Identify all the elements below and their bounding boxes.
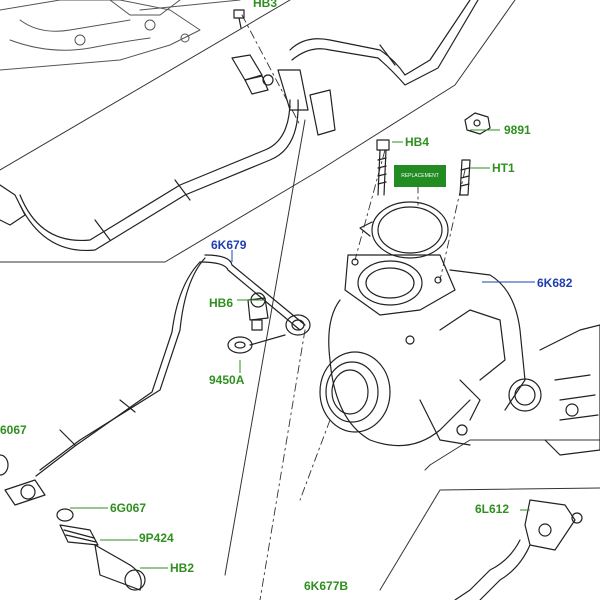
callout-6l612[interactable]: 6L612 (475, 502, 510, 516)
lower-left-fitting (0, 454, 146, 591)
dashed-leaders (241, 14, 466, 600)
gasket-ring (359, 201, 449, 259)
bolt-hb3 (233, 9, 245, 29)
banjo-bolt-upper (231, 54, 336, 136)
callout-hb6[interactable]: HB6 (209, 296, 234, 310)
assembly-leaders (231, 250, 535, 283)
label-leaders (70, 129, 530, 569)
callout-6k677b[interactable]: 6K677B (304, 579, 349, 593)
drain-pipe-6l612 (454, 499, 583, 600)
exhaust-manifold (0, 0, 241, 71)
callout-9450a[interactable]: 9450A (209, 373, 245, 387)
callout-hb3[interactable]: HB3 (253, 0, 278, 10)
callout-ht1[interactable]: HT1 (492, 161, 515, 175)
callout-6067[interactable]: 6067 (0, 423, 27, 437)
callout-6g067[interactable]: 6G067 (110, 501, 147, 515)
callout-6k682[interactable]: 6K682 (537, 276, 573, 290)
callout-9891[interactable]: 9891 (504, 123, 531, 137)
replacement-badge: REPLACEMENT (394, 165, 446, 187)
upper-oil-pipe (0, 0, 479, 252)
callout-9p424[interactable]: 9P424 (139, 531, 174, 545)
stud-hb4 (376, 139, 390, 196)
oil-pipe-6k679 (35, 254, 306, 477)
callout-hb4[interactable]: HB4 (405, 135, 430, 149)
callout-6k679[interactable]: 6K679 (211, 238, 247, 252)
nut-9891 (464, 112, 491, 135)
stud-ht1 (459, 159, 471, 196)
turbocharger-6k682 (319, 254, 600, 456)
callout-hb2[interactable]: HB2 (170, 561, 195, 575)
